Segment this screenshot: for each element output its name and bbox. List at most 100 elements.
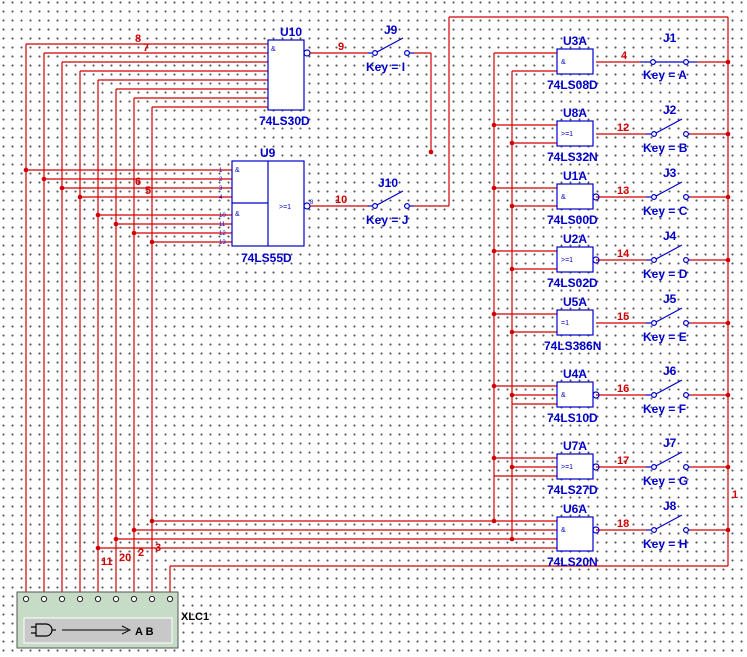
switch-j7[interactable]: J7 Key = G [643, 436, 690, 488]
xlc1-pins [22, 595, 174, 603]
u9-pin-12: 12 [219, 231, 226, 237]
u3a-ref: U3A [563, 34, 587, 48]
j4-lever [655, 244, 683, 260]
u8a-body [556, 120, 594, 147]
net-label-13: 13 [617, 185, 629, 197]
chip-u6a[interactable]: & U6A 74LS20N [547, 502, 600, 569]
u4a-output-bubble [592, 391, 600, 399]
u9-pin-2: 2 [219, 177, 223, 183]
u9-pin-3: 3 [219, 186, 223, 192]
u9-pin-11: 11 [219, 222, 226, 228]
j7-key: Key = G [643, 474, 688, 488]
net-label-3: 3 [155, 542, 161, 554]
logic-analyzer-xlc1[interactable]: A B XLC1 [16, 591, 209, 649]
u1a-body [556, 183, 594, 210]
switch-j1[interactable]: J1 Key = A [640, 31, 697, 82]
j10-contact-a [372, 203, 379, 210]
j9-ref: J9 [384, 23, 398, 37]
chip-u1a[interactable]: & U1A 74LS00D [547, 169, 600, 227]
switch-j4[interactable]: J4 Key = D [643, 229, 690, 281]
u10-output-bubble [303, 49, 311, 57]
j1-key: Key = A [643, 68, 687, 82]
net-labels: 8 7 9 6 5 10 4 12 13 14 15 16 17 18 11 2… [101, 33, 738, 568]
chip-u8a[interactable]: >=1 U8A 74LS32N [547, 106, 598, 164]
u9-pin-10: 10 [219, 213, 226, 219]
j5-lever [655, 307, 683, 323]
u4a-ref: U4A [563, 367, 587, 381]
chip-u9[interactable]: & & >=1 1 2 3 4 10 11 12 13 8 U9 74LS55D [219, 146, 314, 265]
j9-contact-b [404, 49, 411, 56]
net-label-16: 16 [617, 383, 629, 395]
j6-ref: J6 [663, 364, 677, 378]
j2-contact-b [682, 131, 689, 138]
j7-ref: J7 [663, 436, 677, 450]
j1-ref: J1 [663, 31, 677, 45]
j3-contact-a [650, 194, 657, 201]
u4a-symbol: & [561, 392, 566, 399]
u7a-output-bubble [592, 463, 600, 471]
switch-j2[interactable]: J2 Key = B [643, 103, 690, 155]
switch-j8[interactable]: J8 Key = H [643, 499, 690, 551]
j8-contact-b [682, 526, 689, 533]
net-label-20: 20 [119, 552, 131, 564]
j9-lever [376, 37, 404, 53]
net-label-4: 4 [621, 50, 628, 62]
chip-u5a[interactable]: =1 U5A 74LS386N [544, 295, 601, 353]
j5-key: Key = E [643, 330, 687, 344]
j6-key: Key = F [643, 402, 686, 416]
net-label-18: 18 [617, 518, 629, 530]
chip-u4a[interactable]: & U4A 74LS10D [547, 367, 600, 425]
j7-contact-b [682, 464, 689, 471]
j5-contact-b [682, 320, 689, 327]
chip-u2a[interactable]: >=1 U2A 74LS02D [547, 232, 600, 290]
u8a-ref: U8A [563, 106, 587, 120]
switch-j10[interactable]: J10 Key = J [366, 176, 414, 227]
u2a-symbol: >=1 [561, 257, 573, 264]
u8a-symbol: >=1 [561, 131, 573, 138]
net-label-5: 5 [145, 185, 151, 197]
u4a-part: 74LS10D [547, 411, 598, 425]
j4-ref: J4 [663, 229, 677, 243]
u9-ref: U9 [260, 146, 276, 160]
j5-contact-a [650, 320, 657, 327]
xlc1-display-text: A B [135, 626, 154, 638]
u5a-part: 74LS386N [544, 339, 601, 353]
u4a-body [556, 381, 594, 408]
and-gate-icon [31, 623, 56, 637]
u3a-part: 74LS08D [547, 78, 598, 92]
j9-key: Key = I [366, 60, 405, 74]
wires [25, 16, 729, 592]
chip-u7a[interactable]: >=1 U7A 74LS27D [547, 439, 600, 497]
u1a-symbol: & [561, 194, 566, 201]
u6a-ref: U6A [563, 502, 587, 516]
j2-contact-a [650, 131, 657, 138]
j9-contact-a [372, 49, 379, 56]
switch-j3[interactable]: J3 Key = C [643, 166, 690, 218]
u9-symbol-top: & [235, 167, 240, 174]
net-label-12: 12 [617, 122, 629, 134]
u1a-output-bubble [592, 193, 600, 201]
j3-lever [655, 181, 683, 197]
u10-ref: U10 [280, 25, 302, 39]
switch-j9[interactable]: J9 Key = I [366, 23, 414, 74]
u3a-body [556, 48, 594, 75]
u9-pin-1: 1 [219, 168, 223, 174]
u8a-part: 74LS32N [547, 150, 598, 164]
u7a-ref: U7A [563, 439, 587, 453]
chip-u10[interactable]: & U10 74LS30D [259, 25, 311, 128]
switch-j6[interactable]: J6 Key = F [643, 364, 690, 416]
net-label-1: 1 [732, 489, 738, 501]
u7a-symbol: >=1 [561, 464, 573, 471]
chip-u3a[interactable]: & U3A 74LS08D [547, 34, 598, 92]
net-label-2: 2 [138, 547, 144, 559]
switch-j5[interactable]: J5 Key = E [643, 292, 690, 344]
net-label-14: 14 [617, 248, 630, 260]
u6a-body [556, 516, 594, 552]
j8-key: Key = H [643, 537, 687, 551]
u1a-ref: U1A [563, 169, 587, 183]
u1a-part: 74LS00D [547, 213, 598, 227]
net-label-10: 10 [335, 194, 347, 206]
u2a-ref: U2A [563, 232, 587, 246]
j2-lever [655, 118, 683, 134]
